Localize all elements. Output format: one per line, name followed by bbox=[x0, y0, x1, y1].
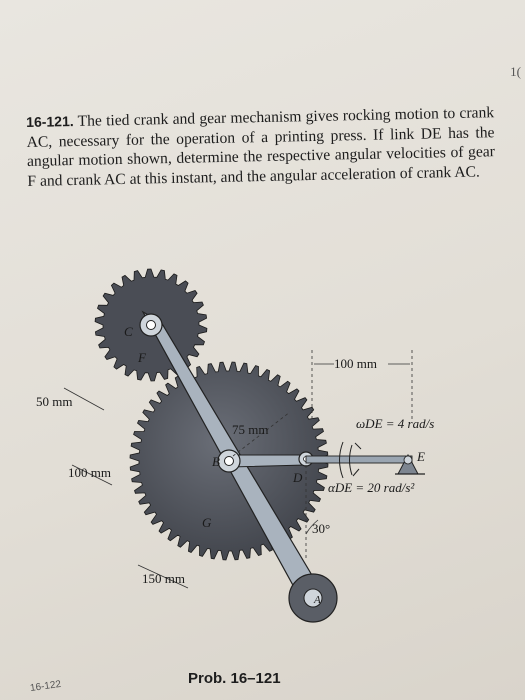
label-a: A bbox=[313, 594, 321, 606]
dim-100-left: 100 mm bbox=[68, 465, 111, 480]
label-f: F bbox=[137, 350, 147, 365]
support-a-pin bbox=[303, 588, 323, 608]
alpha-de-label: αDE = 20 rad/s² bbox=[328, 480, 415, 495]
dimension-lines bbox=[63, 350, 413, 589]
support-e bbox=[395, 453, 425, 475]
problem-statement: 16-121. The tied crank and gear mechanis… bbox=[26, 103, 496, 191]
pin-c-hole bbox=[146, 320, 156, 330]
omega-de-label: ωDE = 4 rad/s bbox=[356, 416, 434, 431]
dim-75: 75 mm bbox=[232, 422, 268, 437]
angle-label: 30° bbox=[312, 521, 330, 536]
figure-caption: Prob. 16–121 bbox=[188, 670, 281, 687]
dim-50: 50 mm bbox=[36, 394, 72, 409]
angular-motion-arrows bbox=[339, 441, 362, 479]
label-b: B bbox=[212, 454, 220, 469]
problem-text: The tied crank and gear mechanism gives … bbox=[26, 104, 496, 190]
mechanism-figure: C F B D E G A 100 mm 50 mm 75 mm 100 mm … bbox=[0, 260, 525, 680]
link-de bbox=[305, 455, 413, 464]
dim-150: 150 mm bbox=[142, 571, 185, 586]
dim-100-top: 100 mm bbox=[334, 356, 377, 371]
label-c: C bbox=[124, 324, 133, 339]
corner-tag: 16-122 bbox=[29, 678, 62, 695]
label-d: D bbox=[292, 470, 303, 485]
pin-b-hole bbox=[224, 456, 234, 466]
mechanism-diagram: C F B D E G A 100 mm 50 mm 75 mm 100 mm … bbox=[36, 268, 434, 623]
problem-number: 16-121. bbox=[26, 113, 74, 130]
label-e: E bbox=[416, 449, 425, 464]
page-corner-number: 1( bbox=[510, 64, 521, 79]
label-g: G bbox=[202, 515, 212, 530]
